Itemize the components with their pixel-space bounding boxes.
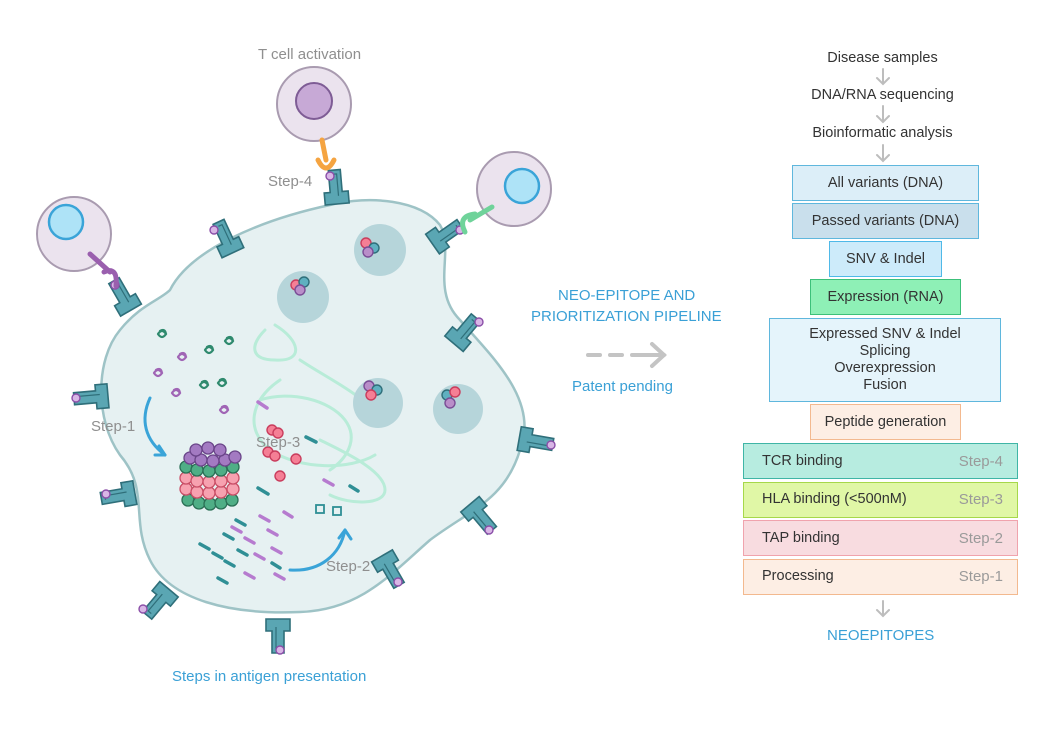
mhc-peptide-dots bbox=[71, 171, 556, 655]
pipeline-box-1: All variants (DNA) bbox=[792, 165, 979, 201]
binding-step-label: Step-2 bbox=[958, 529, 1003, 547]
t-cells bbox=[36, 66, 552, 289]
patent-pending-label: Patent pending bbox=[572, 378, 673, 395]
binding-label: TCR binding bbox=[762, 452, 843, 469]
binding-step-label: Step-1 bbox=[958, 568, 1003, 585]
pipeline-box-line: Peptide generation bbox=[824, 413, 947, 430]
pipeline-step-disease-samples: Disease samples bbox=[827, 50, 938, 66]
pipeline-box-line: Passed variants (DNA) bbox=[811, 212, 960, 229]
binding-label: Processing bbox=[762, 568, 834, 584]
pipeline-down-arrows bbox=[876, 68, 890, 618]
binding-label: HLA binding (<500nM) bbox=[762, 491, 907, 507]
binding-box-1: TCR binding Step-4 bbox=[743, 443, 1018, 479]
binding-box-3: TAP binding Step-2 bbox=[743, 520, 1018, 556]
pipeline-box-line: All variants (DNA) bbox=[827, 174, 944, 191]
binding-step-label: Step-4 bbox=[958, 452, 1003, 470]
pipeline-box-line: SNV & Indel bbox=[846, 250, 925, 267]
pipeline-box-line: Fusion bbox=[863, 377, 907, 393]
neoepitopes-result: NEOEPITOPES bbox=[827, 627, 935, 644]
pipeline-box-2: Passed variants (DNA) bbox=[792, 203, 979, 239]
binding-step-label: Step-3 bbox=[958, 491, 1003, 508]
pipeline-box-line: Expression (RNA) bbox=[827, 288, 944, 305]
step2-label: Step-2 bbox=[326, 558, 371, 575]
pipeline-step-bioinformatics: Bioinformatic analysis bbox=[812, 125, 953, 141]
step4-label: Step-4 bbox=[268, 173, 313, 190]
pipeline-box-4: Expression (RNA) bbox=[810, 279, 961, 315]
binding-box-2: HLA binding (<500nM) Step-3 bbox=[743, 481, 1018, 518]
binding-label: TAP binding bbox=[762, 529, 840, 546]
pipeline-box-line: Overexpression bbox=[834, 360, 936, 376]
proteasome bbox=[179, 441, 242, 511]
pipeline-box-line: Expressed SNV & Indel bbox=[809, 326, 961, 342]
pipeline-arrow bbox=[586, 342, 667, 368]
peptide-fragments bbox=[198, 400, 360, 585]
pipeline-box-6: Peptide generation bbox=[810, 404, 961, 440]
pipeline-title-line2: PRIORITIZATION PIPELINE bbox=[531, 308, 722, 325]
step-arrows bbox=[143, 396, 353, 572]
t-cell-activation-label: T cell activation bbox=[258, 46, 362, 63]
pipeline-title-line1: NEO-EPITOPE AND bbox=[558, 287, 696, 304]
pipeline-step-sequencing: DNA/RNA sequencing bbox=[811, 87, 954, 103]
pipeline-box-3: SNV & Indel bbox=[829, 241, 942, 277]
step1-label: Step-1 bbox=[91, 418, 136, 435]
step3-label: Step-3 bbox=[256, 434, 301, 451]
binding-box-4: Processing Step-1 bbox=[743, 558, 1018, 595]
pipeline-box-line: Splicing bbox=[859, 343, 911, 359]
left-caption: Steps in antigen presentation bbox=[172, 668, 367, 685]
peptide-clusters bbox=[262, 237, 461, 482]
